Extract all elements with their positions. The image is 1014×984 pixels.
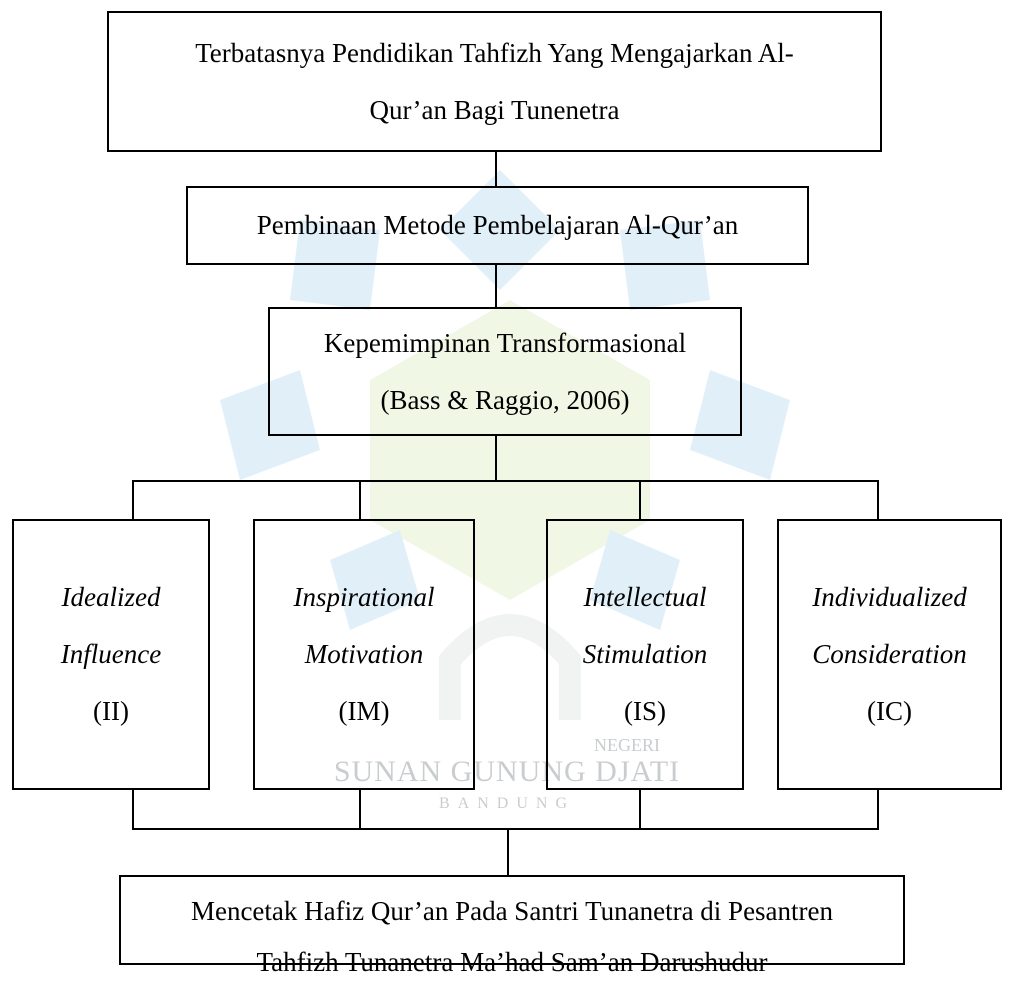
- merge-bottom-line: [132, 828, 879, 830]
- dimension-code: (IS): [624, 696, 666, 726]
- watermark-text-university: SUNAN GUNUNG DJATI: [333, 755, 681, 788]
- dimension-title-line-2: Consideration: [812, 639, 967, 669]
- dimension-title-line-2: Motivation: [304, 639, 424, 669]
- outcome-line-1: Mencetak Hafiz Qur’an Pada Santri Tunane…: [190, 896, 834, 926]
- watermark-arch-shape: [439, 614, 581, 720]
- leadership-line-1: Kepemimpinan Transformasional: [323, 327, 687, 358]
- branch-drop-3: [639, 480, 641, 520]
- watermark-text-negeri: NEGERI: [594, 735, 660, 755]
- leadership-line-2: (Bass & Raggio, 2006): [380, 384, 630, 415]
- dimension-title-line-2: Stimulation: [582, 639, 708, 669]
- dimension-title-line-1: Individualized: [812, 582, 967, 612]
- connector-leadership-to-branch: [495, 434, 497, 480]
- problem-line-1: Terbatasnya Pendidikan Tahfizh Yang Meng…: [195, 37, 794, 68]
- connector-top-to-method: [495, 150, 497, 187]
- dimension-title-line-1: Inspirational: [293, 582, 435, 612]
- branch-drop-2: [359, 480, 361, 520]
- dimension-box-individualized-consideration: Individualized Consideration (IC): [777, 519, 1002, 790]
- method-box: Pembinaan Metode Pembelajaran Al-Qur’an: [186, 186, 809, 265]
- connector-merge-to-outcome: [507, 828, 509, 876]
- method-text: Pembinaan Metode Pembelajaran Al-Qur’an: [256, 210, 739, 240]
- outcome-line-2: Tahfizh Tunanetra Ma’had Sam’an Darushud…: [256, 947, 768, 977]
- dimension-title-line-1: Intellectual: [583, 582, 707, 612]
- branch-drop-1: [132, 480, 134, 520]
- watermark-star-shape: [220, 170, 790, 630]
- dimension-box-inspirational-motivation: Inspirational Motivation (IM): [253, 519, 475, 790]
- branch-top-line: [132, 480, 879, 482]
- university-logo-watermark: [220, 170, 790, 720]
- dimension-title-line-2: Influence: [60, 639, 162, 669]
- connector-method-to-leadership: [495, 263, 497, 308]
- dimension-box-idealized-influence: Idealized Influence (II): [12, 519, 210, 790]
- dimension-code: (II): [93, 696, 129, 726]
- watermark-text-city: BANDUNG: [439, 795, 575, 812]
- branch-drop-4: [877, 480, 879, 520]
- dimension-code: (IM): [338, 696, 390, 726]
- merge-rise-2: [359, 788, 361, 828]
- problem-box: Terbatasnya Pendidikan Tahfizh Yang Meng…: [107, 11, 882, 152]
- merge-rise-1: [132, 788, 134, 828]
- dimension-code: (IC): [867, 696, 912, 726]
- dimension-box-intellectual-stimulation: Intellectual Stimulation (IS): [546, 519, 744, 790]
- merge-rise-3: [639, 788, 641, 828]
- leadership-box: Kepemimpinan Transformasional (Bass & Ra…: [268, 307, 742, 436]
- problem-line-2: Qur’an Bagi Tunenetra: [369, 94, 620, 125]
- dimension-title-line-1: Idealized: [61, 582, 161, 612]
- merge-rise-4: [877, 788, 879, 828]
